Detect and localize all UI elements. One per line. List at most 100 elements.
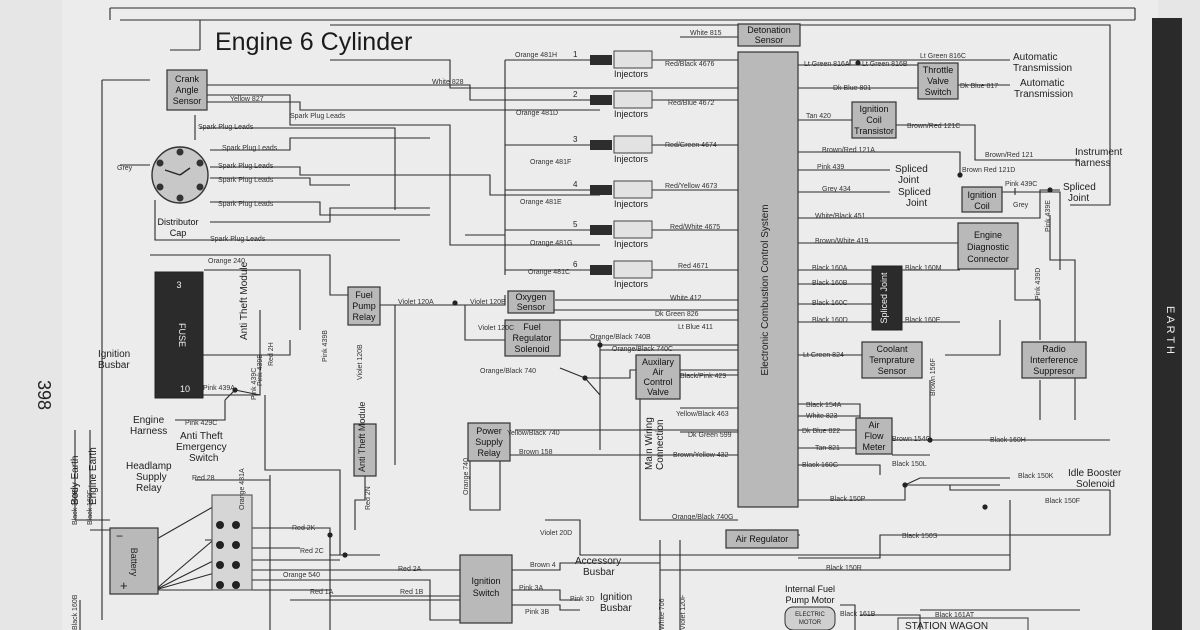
svg-text:Regulator: Regulator <box>512 333 551 343</box>
svg-text:Busbar: Busbar <box>98 360 130 371</box>
station-wagon: STATION WAGON <box>897 617 1029 630</box>
svg-text:Black/Pink 429: Black/Pink 429 <box>680 373 726 380</box>
svg-text:Main Wiring: Main Wiring <box>644 417 655 470</box>
throttle-valve-switch: Throttle Valve Switch <box>917 62 959 100</box>
svg-text:Flow: Flow <box>864 431 884 441</box>
svg-text:Black 160E: Black 160E <box>72 489 79 525</box>
svg-text:Black 150R: Black 150R <box>826 565 862 572</box>
svg-text:Orange 240: Orange 240 <box>208 258 245 265</box>
svg-text:Transistor: Transistor <box>854 126 894 136</box>
svg-text:Red 28: Red 28 <box>192 475 215 482</box>
svg-text:Suppresor: Suppresor <box>1033 366 1075 376</box>
injector-plug <box>590 140 612 150</box>
svg-text:Lt Green 824: Lt Green 824 <box>803 352 844 359</box>
svg-text:Orange 481H: Orange 481H <box>515 52 557 59</box>
svg-text:Engine Earth: Engine Earth <box>88 447 99 505</box>
svg-text:Interference: Interference <box>1030 355 1078 365</box>
ignition-switch: Ignition Switch <box>459 554 513 624</box>
svg-text:Dk Green 826: Dk Green 826 <box>655 311 699 318</box>
svg-text:Sensor: Sensor <box>173 96 202 106</box>
svg-text:Orange 740: Orange 740 <box>463 458 470 495</box>
svg-text:Joint: Joint <box>1068 193 1089 204</box>
svg-text:Switch: Switch <box>473 588 500 598</box>
svg-text:Battery: Battery <box>129 548 139 577</box>
svg-text:Dk Green 599: Dk Green 599 <box>688 432 732 439</box>
svg-text:Orange 481E: Orange 481E <box>520 199 562 206</box>
svg-text:FUSE: FUSE <box>177 323 187 347</box>
svg-text:Pink 439D: Pink 439D <box>1035 268 1042 300</box>
ignition-coil-transistor: Ignition Coil Transistor <box>851 101 897 139</box>
svg-text:Red 2C: Red 2C <box>300 548 324 555</box>
anti-theft-module-box: Anti Theft Module <box>353 402 377 477</box>
svg-text:Black 161AT: Black 161AT <box>935 612 975 619</box>
svg-text:Joint: Joint <box>898 175 919 186</box>
svg-text:Temprature: Temprature <box>869 355 915 365</box>
svg-text:White 706: White 706 <box>659 598 666 630</box>
svg-text:Violet 120B: Violet 120B <box>357 344 364 380</box>
svg-text:Control: Control <box>643 377 672 387</box>
distributor-cap: Distributor Cap <box>151 146 209 238</box>
svg-text:Yellow/Black 740: Yellow/Black 740 <box>507 430 560 437</box>
svg-text:Oxygen: Oxygen <box>515 292 546 302</box>
svg-text:Orange/Black 740G: Orange/Black 740G <box>672 514 733 521</box>
svg-text:Violet 120A: Violet 120A <box>398 299 434 306</box>
injector-number: 1 <box>573 50 578 59</box>
svg-text:Spark Plug Leads: Spark Plug Leads <box>210 236 266 243</box>
air-regulator: Air Regulator <box>725 529 799 549</box>
injector-label: Injectors <box>614 199 649 209</box>
radio-interference-suppressor: Radio Interference Suppresor <box>1021 341 1087 379</box>
svg-text:Black 160B: Black 160B <box>812 280 848 287</box>
injector-body <box>613 180 653 199</box>
injector-body <box>613 220 653 239</box>
earth-bar <box>1152 18 1182 630</box>
svg-text:Pump Motor: Pump Motor <box>785 595 834 605</box>
svg-text:Brown/Red 121C: Brown/Red 121C <box>907 123 960 130</box>
svg-text:Red 2A: Red 2A <box>398 566 422 573</box>
svg-text:ELECTRIC: ELECTRIC <box>795 612 825 618</box>
svg-text:Black 154A: Black 154A <box>806 402 842 409</box>
svg-text:Instrument: Instrument <box>1075 147 1122 158</box>
svg-text:Pink 439B: Pink 439B <box>322 330 329 362</box>
svg-text:Orange 481D: Orange 481D <box>516 110 558 117</box>
svg-text:Red/Green 4674: Red/Green 4674 <box>665 142 717 149</box>
svg-text:Orange/Black 740: Orange/Black 740 <box>480 368 536 375</box>
svg-text:Sensor: Sensor <box>878 366 907 376</box>
svg-text:Black 150S: Black 150S <box>902 533 938 540</box>
svg-text:Coolant: Coolant <box>876 344 908 354</box>
svg-text:Power: Power <box>476 426 502 436</box>
svg-text:Violet 120B: Violet 120B <box>470 299 506 306</box>
svg-text:Solenoid: Solenoid <box>1076 479 1115 490</box>
svg-text:Yellow/Black 463: Yellow/Black 463 <box>676 411 729 418</box>
svg-text:Spliced: Spliced <box>1063 182 1096 193</box>
svg-text:Fuel: Fuel <box>355 290 373 300</box>
svg-text:Violet 120F: Violet 120F <box>680 595 687 630</box>
svg-text:3: 3 <box>176 280 181 290</box>
wire-labels: White 815 White 828 Yellow 827 Grey Spar… <box>72 30 1080 630</box>
injector-number: 2 <box>573 90 578 99</box>
wire-network <box>74 7 1136 630</box>
svg-text:Joint: Joint <box>906 198 927 209</box>
svg-text:Black 160B: Black 160B <box>72 594 79 630</box>
injector-number: 3 <box>573 135 578 144</box>
svg-text:Fuel: Fuel <box>523 322 541 332</box>
injector-number: 6 <box>573 260 578 269</box>
svg-text:Supply: Supply <box>136 472 167 483</box>
injector-body <box>613 135 653 154</box>
side-labels: Automatic Transmission Automatic Transmi… <box>70 52 1122 614</box>
svg-text:harness: harness <box>1075 158 1111 169</box>
svg-text:Black 160H: Black 160H <box>990 437 1026 444</box>
svg-text:Red 2H: Red 2H <box>268 342 275 366</box>
crank-angle-sensor: Crank Angle Sensor <box>166 69 208 111</box>
svg-text:Emergency: Emergency <box>176 442 227 453</box>
svg-text:Spark Plug Leads: Spark Plug Leads <box>198 124 254 131</box>
svg-text:Black 150K: Black 150K <box>1018 473 1054 480</box>
svg-text:Orange 481C: Orange 481C <box>528 269 570 276</box>
svg-text:Grey: Grey <box>1013 202 1029 209</box>
injector-label: Injectors <box>614 279 649 289</box>
auxiliary-air-control-valve: Auxilary Air Control Valve <box>635 354 681 400</box>
svg-text:Pink 439: Pink 439 <box>817 164 844 171</box>
svg-text:Dk Blue 817: Dk Blue 817 <box>960 83 998 90</box>
svg-text:Red 4671: Red 4671 <box>678 263 708 270</box>
svg-text:Distributor: Distributor <box>157 217 198 227</box>
